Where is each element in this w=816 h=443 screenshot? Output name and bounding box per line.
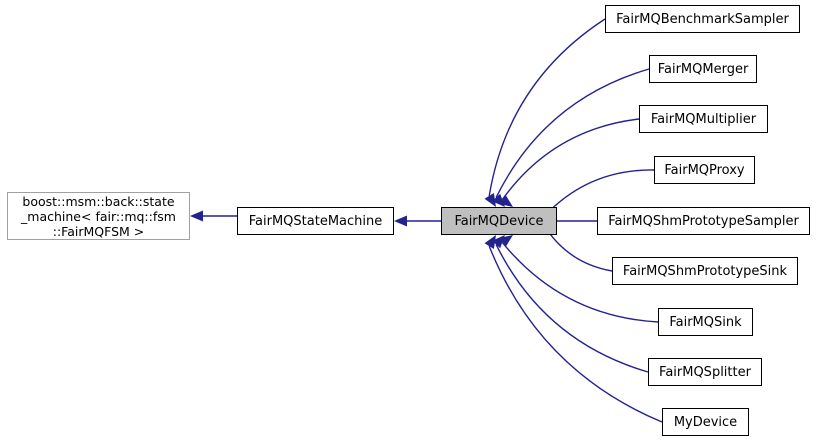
node-fairmq-state-machine[interactable]: FairMQStateMachine — [237, 207, 394, 235]
edge-fairmq-multiplier-to-fairmq-device — [501, 118, 640, 200]
edge-fairmq-proxy-to-fairmq-device — [544, 169, 655, 217]
node-fairmq-merger[interactable]: FairMQMerger — [649, 55, 757, 83]
node-my-device[interactable]: MyDevice — [662, 408, 749, 436]
node-fairmq-shm-prototype-sampler[interactable]: FairMQShmPrototypeSampler — [597, 207, 810, 235]
node-fairmq-splitter[interactable]: FairMQSplitter — [648, 358, 762, 386]
node-fairmq-sink[interactable]: FairMQSink — [658, 308, 753, 336]
node-fairmq-shm-prototype-sink[interactable]: FairMQShmPrototypeSink — [612, 257, 798, 285]
edge-fairmq-splitter-to-fairmq-device-arrowhead — [492, 235, 505, 249]
edge-fairmq-state-machine-to-boost-state-machine-arrowhead — [190, 210, 203, 222]
edge-fairmq-device-to-fairmq-state-machine-arrowhead — [394, 215, 407, 227]
edge-fairmq-splitter-to-fairmq-device — [495, 244, 649, 373]
node-fairmq-proxy[interactable]: FairMQProxy — [654, 156, 755, 184]
edge-my-device-to-fairmq-device-arrowhead — [484, 235, 496, 249]
node-fairmq-device[interactable]: FairMQDevice — [441, 207, 557, 235]
edge-fairmq-merger-to-fairmq-device — [495, 68, 650, 198]
edge-fairmq-benchmark-sampler-to-fairmq-device — [488, 18, 606, 197]
edge-fairmq-sink-to-fairmq-device — [501, 242, 659, 323]
node-fairmq-multiplier[interactable]: FairMQMultiplier — [639, 105, 768, 133]
edge-my-device-to-fairmq-device — [488, 245, 663, 423]
edge-fairmq-multiplier-to-fairmq-device-arrowhead — [499, 194, 513, 207]
node-fairmq-benchmark-sampler[interactable]: FairMQBenchmarkSampler — [605, 5, 800, 33]
node-boost-state-machine[interactable]: boost::msm::back::state _machine< fair::… — [7, 192, 190, 240]
edge-fairmq-benchmark-sampler-to-fairmq-device-arrowhead — [484, 193, 496, 207]
